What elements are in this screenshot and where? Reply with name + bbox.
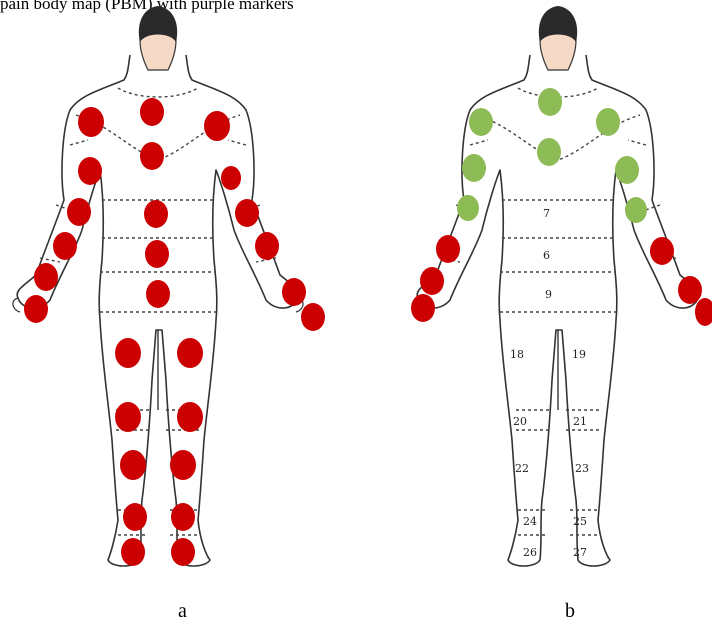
red-markers-a <box>24 98 325 566</box>
region-number: 21 <box>573 415 587 428</box>
region-number: 18 <box>510 348 524 361</box>
region-number: 24 <box>523 515 537 528</box>
region-number: 6 <box>543 249 550 262</box>
region-number: 23 <box>575 462 589 475</box>
region-number: 19 <box>572 348 586 361</box>
region-number: 22 <box>515 462 529 475</box>
panel-label-b: b <box>565 600 575 623</box>
region-number: 7 <box>543 207 550 220</box>
panel-label-a: a <box>178 600 187 623</box>
region-number: 20 <box>513 415 527 428</box>
region-number: 27 <box>573 546 587 559</box>
region-number: 26 <box>523 546 537 559</box>
body-figure-a <box>0 0 340 590</box>
region-number: 9 <box>545 288 552 301</box>
region-number: 25 <box>573 515 587 528</box>
green-markers-b <box>457 88 647 223</box>
body-figure-b: 7 6 9 18 19 20 21 22 23 24 25 26 27 <box>360 0 712 590</box>
